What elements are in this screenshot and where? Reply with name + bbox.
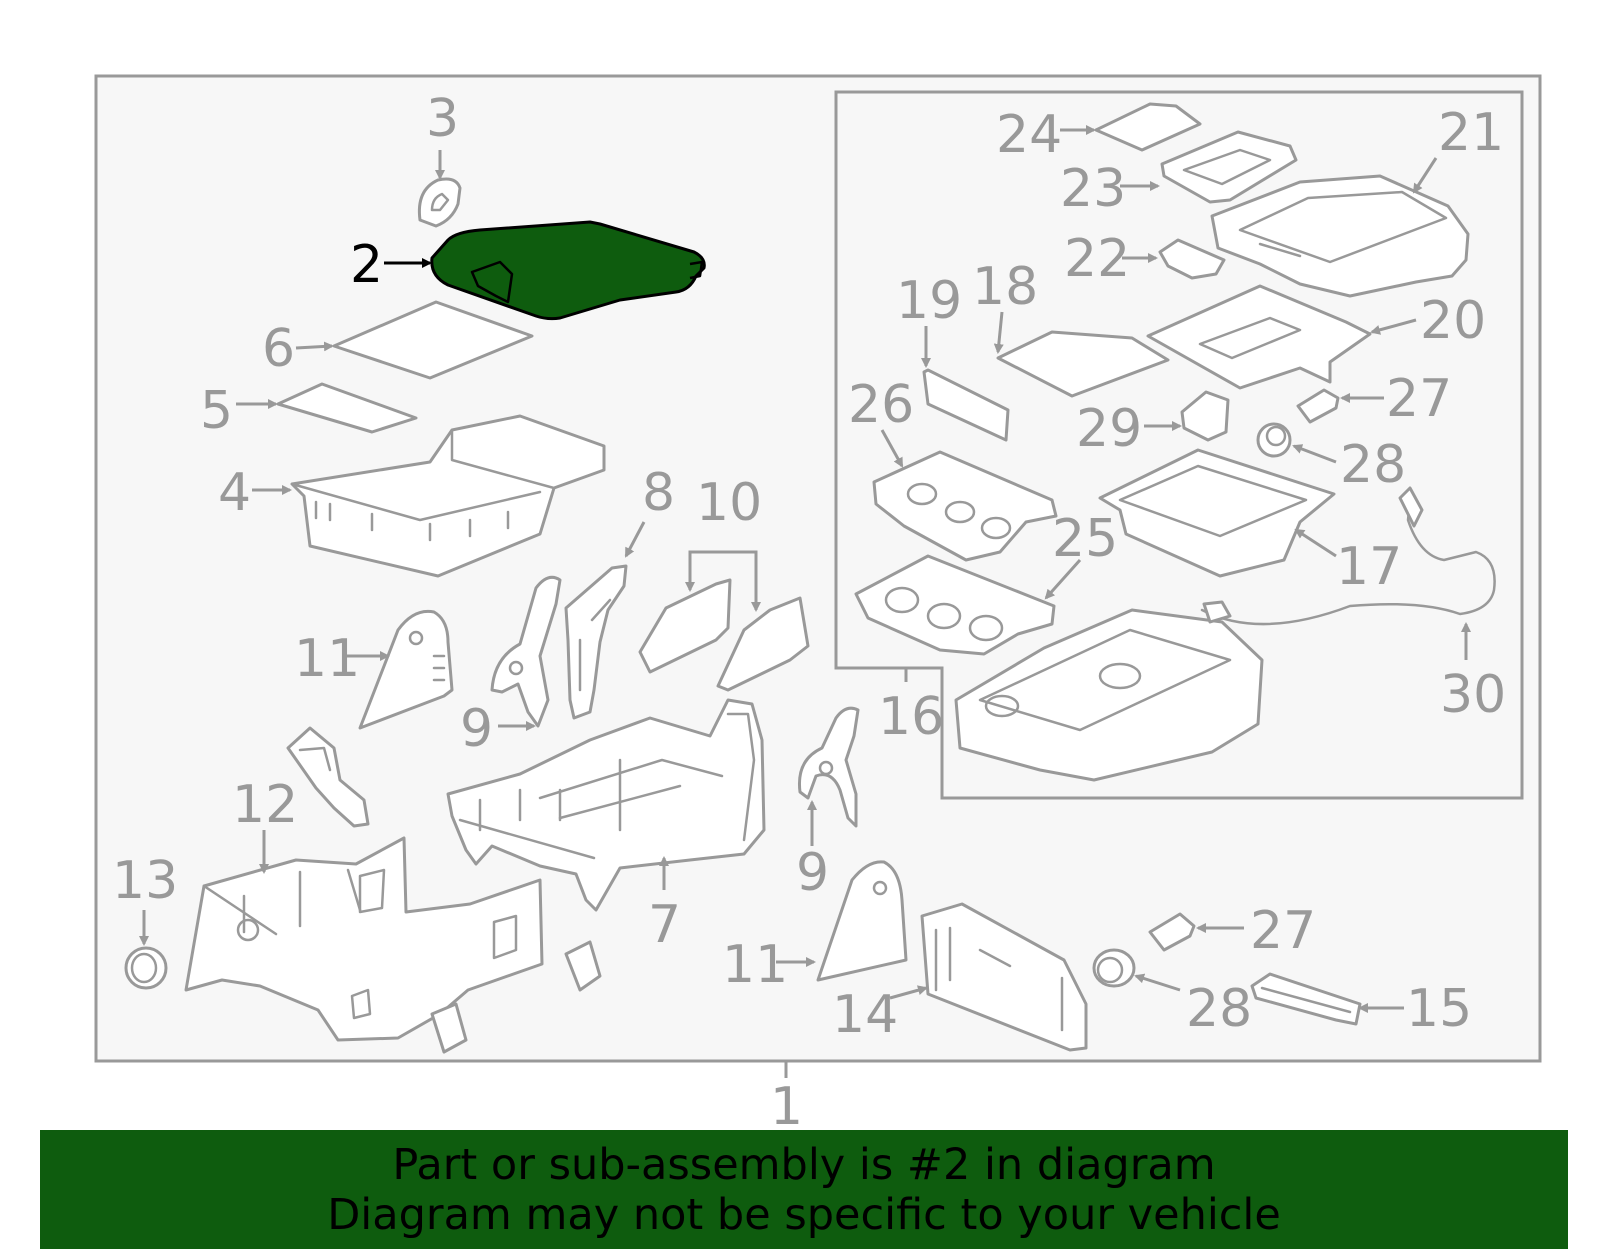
leader-25 xyxy=(1044,558,1082,600)
callout-29: 29 xyxy=(1076,399,1142,459)
callout-30: 30 xyxy=(1440,665,1506,725)
callout-11-lower: 11 xyxy=(722,935,788,995)
part-8-bracket xyxy=(564,564,628,720)
leader-8 xyxy=(624,521,646,558)
part-23-bezel xyxy=(1160,130,1298,204)
callout-24: 24 xyxy=(996,105,1062,165)
callout-9-right: 9 xyxy=(796,843,829,903)
part-24-mat xyxy=(1094,102,1202,152)
callout-25: 25 xyxy=(1052,509,1118,569)
callout-18: 18 xyxy=(972,257,1038,317)
callout-27-lower: 27 xyxy=(1250,901,1316,961)
part-19-strip xyxy=(922,368,1010,442)
part-14-side-panel xyxy=(920,902,1088,1052)
part-27-clip-lower xyxy=(1148,912,1196,952)
part-3-clip xyxy=(417,177,462,228)
callout-5: 5 xyxy=(200,381,233,441)
part-9-hinge-right xyxy=(797,706,860,828)
callout-10: 10 xyxy=(696,473,762,533)
callout-6: 6 xyxy=(262,319,295,379)
part-18-pad xyxy=(996,330,1170,398)
part-13-grommet xyxy=(124,946,168,990)
part-16-console-lower xyxy=(954,608,1264,782)
part-6-pad xyxy=(332,300,534,380)
callout-3: 3 xyxy=(426,89,459,149)
part-5-pad xyxy=(276,382,418,434)
callout-2: 2 xyxy=(350,235,383,295)
part-11-panel-upper xyxy=(358,609,454,730)
part-20-mounting-plate xyxy=(1146,284,1372,390)
part-25-cupholder-lower xyxy=(854,554,1056,656)
part-28-plug-lower xyxy=(1092,948,1136,988)
callout-15: 15 xyxy=(1406,979,1472,1039)
part-9-hinge-left xyxy=(490,575,562,728)
callout-19: 19 xyxy=(896,271,962,331)
part-12-base-housing xyxy=(184,836,544,1042)
callout-13: 13 xyxy=(112,851,178,911)
callout-7: 7 xyxy=(648,895,681,955)
part-10-bracket-left xyxy=(638,578,732,674)
leader-26 xyxy=(880,429,904,468)
cap-b xyxy=(430,1002,468,1054)
info-banner: Part or sub-assembly is #2 in diagram Di… xyxy=(40,1130,1568,1249)
leader-28-lower xyxy=(1134,973,1181,992)
leader-28-upper xyxy=(1292,444,1337,464)
callout-9-left: 9 xyxy=(460,699,493,759)
part-7-seat-frame xyxy=(446,698,766,912)
callout-4: 4 xyxy=(218,463,251,523)
part-11-panel-lower xyxy=(816,860,908,982)
part-2-lid[interactable] xyxy=(430,220,706,321)
part-10-bracket-right xyxy=(716,596,810,692)
leader-18 xyxy=(993,311,1004,354)
part-27-clip-upper xyxy=(1296,388,1340,424)
callout-23: 23 xyxy=(1060,159,1126,219)
callout-22: 22 xyxy=(1064,229,1130,289)
subassembly-inset-frame xyxy=(834,90,1524,800)
callout-21: 21 xyxy=(1438,103,1504,163)
callout-28-upper: 28 xyxy=(1340,435,1406,495)
leader-6 xyxy=(295,341,334,352)
part-4-storage-bin xyxy=(290,414,606,578)
leader-14 xyxy=(889,985,928,1000)
part-21-armrest xyxy=(1210,174,1470,298)
leader-21 xyxy=(1412,157,1438,194)
callout-1: 1 xyxy=(770,1077,803,1130)
part-26-cupholder-upper xyxy=(872,450,1058,562)
callout-28-lower: 28 xyxy=(1186,979,1252,1039)
callout-26: 26 xyxy=(848,375,914,435)
banner-line-1: Part or sub-assembly is #2 in diagram xyxy=(392,1139,1216,1190)
callout-12: 12 xyxy=(232,775,298,835)
part-28-plug-upper xyxy=(1256,422,1292,458)
part-29-latch xyxy=(1180,390,1230,442)
callout-11-upper: 11 xyxy=(294,629,360,689)
parts-diagram: 1 2 3 4 5 6 7 8 9 9 10 11 11 12 13 14 15… xyxy=(94,74,1542,1130)
leader-20 xyxy=(1370,318,1417,335)
part-15-tray xyxy=(1250,972,1362,1026)
callout-20: 20 xyxy=(1420,291,1486,351)
callout-17: 17 xyxy=(1336,537,1402,597)
callout-16: 16 xyxy=(878,687,944,747)
cap-a xyxy=(564,940,602,992)
part-17-bin-liner xyxy=(1098,448,1336,578)
banner-line-2: Diagram may not be specific to your vehi… xyxy=(327,1189,1281,1240)
part-22-latch xyxy=(1158,238,1226,280)
callout-8: 8 xyxy=(642,463,675,523)
callout-14: 14 xyxy=(832,985,898,1045)
part-30-wire-harness xyxy=(1200,486,1496,626)
leader-17 xyxy=(1294,528,1337,558)
callout-27-upper: 27 xyxy=(1386,369,1452,429)
part-12-small-bracket xyxy=(286,726,370,828)
